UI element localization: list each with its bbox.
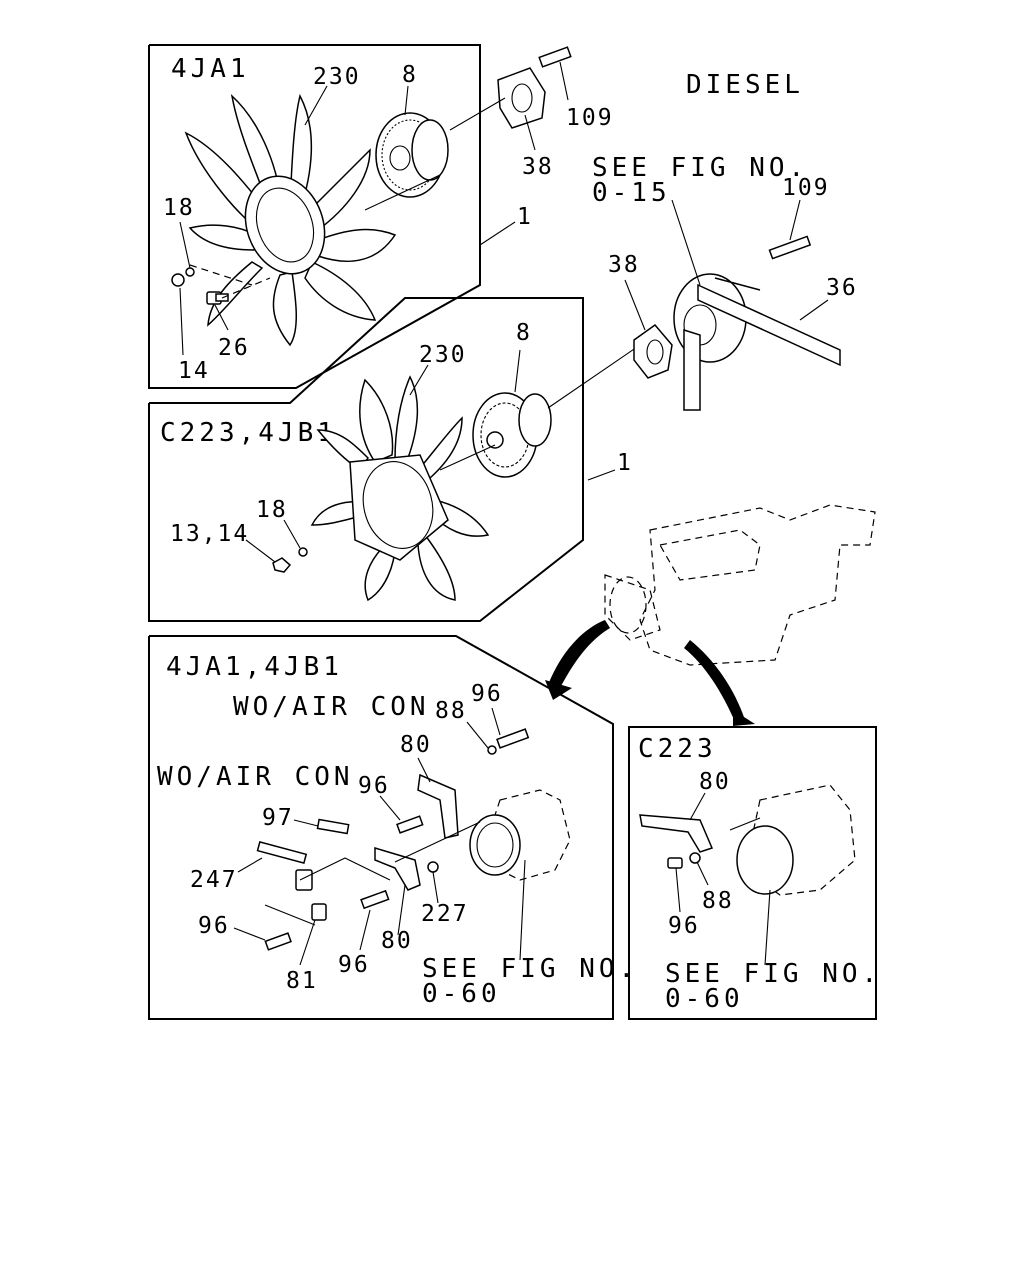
pointer-arrow-right bbox=[684, 640, 745, 722]
fan-clutch-c223 bbox=[472, 392, 552, 478]
callout-18-a: 18 bbox=[163, 195, 195, 221]
callout-109-b: 109 bbox=[782, 175, 830, 201]
panel-4ja1-title: 4JA1 bbox=[171, 54, 250, 84]
engine-outline bbox=[604, 504, 876, 666]
callout-38-a: 38 bbox=[522, 154, 554, 180]
spacer-plate-4ja1 bbox=[497, 67, 546, 129]
alternator-c223 bbox=[736, 784, 856, 896]
wo-air-con-label-2: WO/AIR CON bbox=[157, 762, 354, 792]
callout-38-b: 38 bbox=[608, 252, 640, 278]
panel-4ja1-frame bbox=[148, 44, 481, 389]
callout-96-a: 96 bbox=[471, 681, 503, 707]
wo-air-con-label-1: WO/AIR CON bbox=[233, 692, 430, 722]
callout-80-a: 80 bbox=[400, 732, 432, 758]
hardware-c223 bbox=[272, 547, 308, 573]
callout-81: 81 bbox=[286, 968, 318, 994]
stud-bolt-4ja1 bbox=[538, 46, 572, 68]
panel-c223-frame bbox=[628, 726, 877, 1020]
callout-13-14: 13,14 bbox=[170, 521, 249, 547]
fan-clutch-4ja1 bbox=[375, 112, 449, 198]
panel-c223-4jb1-title: C223,4JB1 bbox=[160, 418, 337, 448]
callout-227: 227 bbox=[421, 901, 469, 927]
see-fig-015-line1: SEE FIG NO. bbox=[592, 153, 808, 183]
fan-blades-c223 bbox=[310, 375, 490, 602]
pulley-belt bbox=[673, 273, 841, 411]
callout-80-b: 80 bbox=[381, 928, 413, 954]
callout-97: 97 bbox=[262, 805, 294, 831]
bracket-80-upper bbox=[417, 773, 459, 839]
callout-8-b: 8 bbox=[516, 320, 532, 346]
see-fig-060-line2: 0-60 bbox=[422, 979, 501, 1009]
alternator-4ja1-4jb1 bbox=[469, 789, 571, 881]
callout-96-b: 96 bbox=[358, 773, 390, 799]
callout-230-a: 230 bbox=[313, 64, 361, 90]
panel-4ja1-4jb1-frame bbox=[148, 635, 614, 1020]
see-fig-015-line2: 0-15 bbox=[592, 178, 671, 208]
callout-96-e: 96 bbox=[668, 913, 700, 939]
see-fig-060-c223-line2: 0-60 bbox=[665, 984, 744, 1014]
pointer-arrow-left-head bbox=[545, 680, 572, 700]
engine-type-label: DIESEL bbox=[686, 70, 804, 100]
callout-1-b: 1 bbox=[617, 450, 633, 476]
bracket-80-lower bbox=[374, 846, 421, 891]
callout-26-a: 26 bbox=[218, 335, 250, 361]
bolts-panel3 bbox=[256, 728, 530, 951]
callout-14-a: 14 bbox=[178, 358, 210, 384]
spacer-plate-center bbox=[633, 323, 673, 379]
callout-96-d: 96 bbox=[338, 952, 370, 978]
callout-230-b: 230 bbox=[419, 342, 467, 368]
see-fig-060-c223-line1: SEE FIG NO. bbox=[665, 959, 881, 989]
callout-88-a: 88 bbox=[435, 698, 467, 724]
callout-8-a: 8 bbox=[402, 62, 418, 88]
callout-18-b: 18 bbox=[256, 497, 288, 523]
panel-c223-title: C223 bbox=[638, 734, 717, 764]
bolts-panel4 bbox=[667, 817, 761, 869]
fan-blades-4ja1 bbox=[184, 93, 397, 347]
pointer-arrow-right-head bbox=[733, 710, 755, 726]
panel-c223-4jb1-frame bbox=[148, 297, 584, 622]
leader-lines bbox=[179, 61, 829, 966]
panel-4ja1-4jb1-title: 4JA1,4JB1 bbox=[166, 652, 343, 682]
stud-bolt-center bbox=[768, 235, 812, 260]
pointer-arrow-left bbox=[548, 620, 610, 688]
bracket-80-c223 bbox=[639, 814, 714, 853]
callout-80-c: 80 bbox=[699, 769, 731, 795]
callout-96-c: 96 bbox=[198, 913, 230, 939]
see-fig-060-line1: SEE FIG NO. bbox=[422, 954, 638, 984]
callout-1-a: 1 bbox=[517, 204, 533, 230]
callout-247: 247 bbox=[190, 867, 238, 893]
callout-36: 36 bbox=[826, 275, 858, 301]
callout-88-b: 88 bbox=[702, 888, 734, 914]
callout-109-a: 109 bbox=[566, 105, 614, 131]
